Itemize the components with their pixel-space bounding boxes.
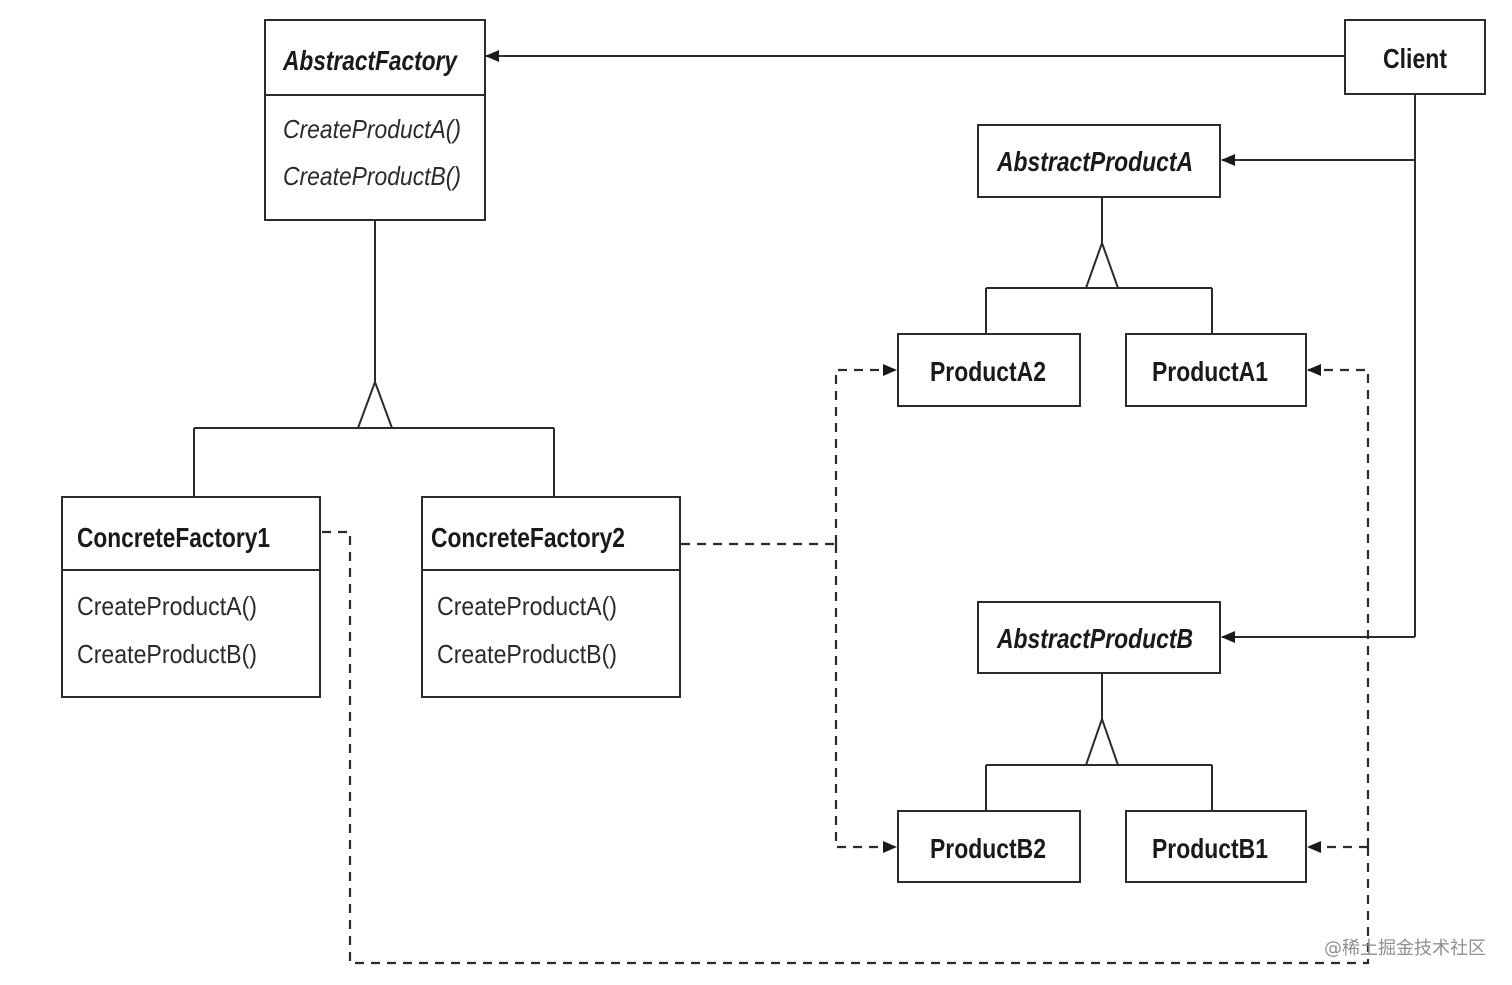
client-title: Client <box>1383 43 1447 74</box>
class-abstract-product-a: AbstractProductA <box>977 124 1221 198</box>
factory1-to-product-a1-dependency <box>1307 364 1370 847</box>
concrete-factory-2-title: ConcreteFactory2 <box>431 522 625 553</box>
class-abstract-factory: AbstractFactory CreateProductA() CreateP… <box>264 19 486 221</box>
abstract-product-b-title: AbstractProductB <box>996 623 1193 654</box>
concrete-factory-1-title: ConcreteFactory1 <box>77 522 270 553</box>
factory2-to-product-a2-dependency <box>834 364 897 544</box>
concrete-factory-1-operation-a: CreateProductA() <box>77 591 257 621</box>
watermark: @稀土掘金技术社区 <box>1324 938 1486 959</box>
concrete-factory-1-operation-b: CreateProductB() <box>77 639 257 669</box>
product-a1-title: ProductA1 <box>1152 356 1268 387</box>
product-a-inheritance <box>985 197 1213 334</box>
product-a2-title: ProductA2 <box>930 356 1046 387</box>
client-associations <box>485 50 1416 643</box>
abstract-product-a-title: AbstractProductA <box>996 146 1193 177</box>
abstract-factory-title: AbstractFactory <box>282 45 458 76</box>
factory1-dependency-trunk <box>322 530 1370 965</box>
factory2-to-product-b2-dependency <box>834 544 897 853</box>
dependencies <box>322 364 1370 965</box>
product-b-inheritance-triangle <box>1084 715 1120 766</box>
concrete-factory-2-operation-a: CreateProductA() <box>437 591 617 621</box>
product-a-inheritance-triangle <box>1084 240 1120 289</box>
class-concrete-factory-1: ConcreteFactory1 CreateProductA() Create… <box>61 496 321 698</box>
factory-inheritance <box>193 220 555 497</box>
abstract-factory-operation-a: CreateProductA() <box>283 114 461 144</box>
class-client: Client <box>1344 19 1486 95</box>
class-product-a2: ProductA2 <box>897 333 1081 407</box>
product-b1-title: ProductB1 <box>1152 833 1268 864</box>
class-product-b2: ProductB2 <box>897 810 1081 883</box>
product-b2-title: ProductB2 <box>930 833 1046 864</box>
abstract-factory-operation-b: CreateProductB() <box>283 161 461 191</box>
factory-inheritance-triangle <box>356 379 394 429</box>
class-abstract-product-b: AbstractProductB <box>977 601 1221 674</box>
product-b-inheritance <box>985 673 1213 811</box>
class-product-b1: ProductB1 <box>1125 810 1307 883</box>
class-concrete-factory-2: ConcreteFactory2 CreateProductA() Create… <box>421 496 681 698</box>
concrete-factory-2-operation-b: CreateProductB() <box>437 639 617 669</box>
class-product-a1: ProductA1 <box>1125 333 1307 407</box>
